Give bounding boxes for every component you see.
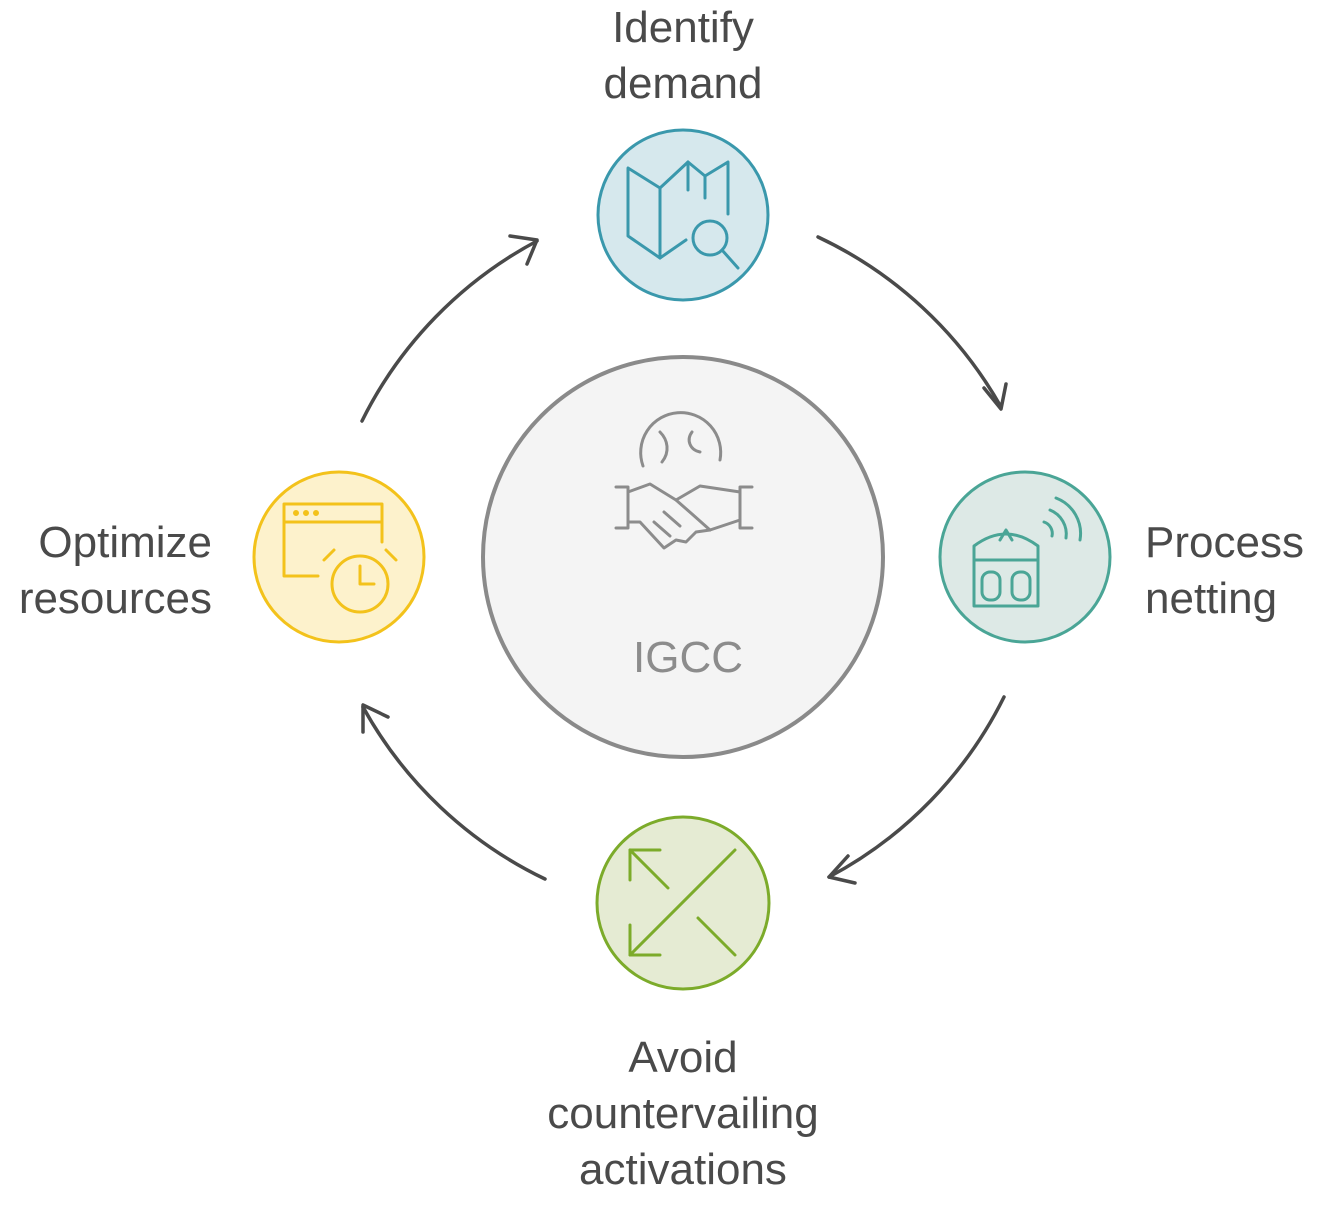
- step-node-process-netting: [938, 470, 1112, 644]
- step-node-identify-demand: [596, 128, 770, 302]
- arrow-netting-to-avoid: [827, 695, 1006, 879]
- arrowhead-identify: [508, 234, 539, 266]
- arrowhead-netting: [982, 382, 1008, 411]
- step-label-optimize-resources: Optimize resources: [0, 515, 212, 627]
- map-search-icon: [626, 160, 740, 270]
- step-label-line: netting: [1145, 574, 1278, 623]
- step-label-line: demand: [603, 59, 763, 108]
- center-label: IGCC: [633, 633, 743, 682]
- step-label-identify-demand: Identify demand: [483, 0, 883, 112]
- diagonal-arrows-icon: [628, 848, 737, 957]
- step-label-line: resources: [18, 574, 212, 623]
- arrow-optimize-to-identify: [360, 239, 539, 423]
- handshake-globe-icon: [614, 411, 754, 550]
- center-hub: IGCC: [481, 355, 885, 759]
- step-label-line: activations: [579, 1145, 787, 1194]
- step-label-line: countervailing: [547, 1089, 819, 1138]
- step-label-line: Optimize: [38, 518, 212, 567]
- step-label-line: Process: [1145, 518, 1304, 567]
- step-label-line: Avoid: [628, 1033, 738, 1082]
- step-node-avoid-countervailing: [595, 815, 771, 991]
- arrow-identify-to-netting: [816, 235, 1003, 409]
- arrow-avoid-to-optimize: [361, 705, 547, 881]
- arrowhead-optimize: [361, 703, 390, 734]
- step-label-line: Identify: [612, 3, 754, 52]
- scale-signal-icon: [972, 496, 1083, 608]
- arrowhead-avoid: [827, 854, 857, 885]
- browser-clock-icon: [282, 502, 398, 614]
- step-node-optimize-resources: [252, 470, 426, 644]
- step-label-avoid-countervailing: Avoid countervailing activations: [433, 1030, 933, 1198]
- step-label-process-netting: Process netting: [1145, 515, 1320, 627]
